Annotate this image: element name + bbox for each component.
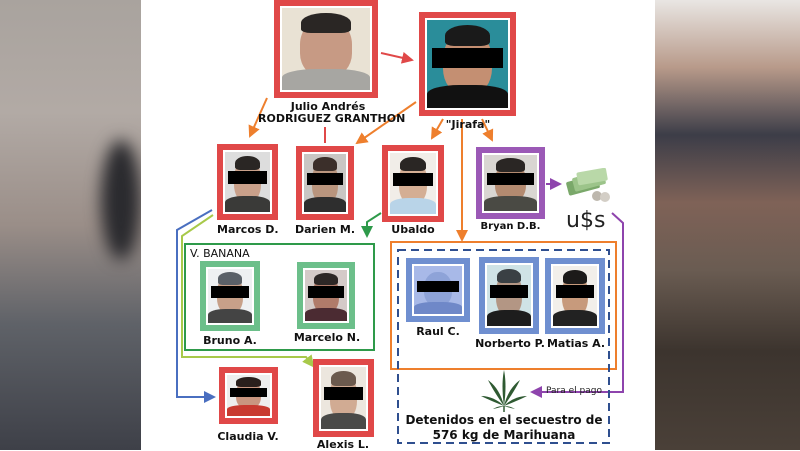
photo-darien <box>296 146 354 220</box>
label-marcos: Marcos D. <box>217 223 279 236</box>
label-julio-line1: Julio Andrés <box>290 100 366 113</box>
photo-matias <box>545 258 605 334</box>
banana-group-title: V. BANANA <box>190 247 250 260</box>
censor-bar <box>431 48 504 68</box>
photo-bryan <box>476 147 545 219</box>
photo-claudia <box>219 367 278 424</box>
money-stack-icon <box>563 167 613 204</box>
label-marcelo: Marcelo N. <box>293 331 361 344</box>
detained-caption-line1: Detenidos en el secuestro de <box>405 413 603 427</box>
blurred-background-right <box>655 0 800 450</box>
photo-bruno <box>200 261 260 331</box>
detained-caption-line2: 576 kg de Marihuana <box>432 428 576 442</box>
label-matias: Matias A. <box>546 337 606 350</box>
label-julio-line2: RODRIGUEZ GRANTHON <box>258 112 406 125</box>
label-darien: Darien M. <box>295 223 355 236</box>
photo-marcos <box>217 144 278 220</box>
currency-label: u$s <box>566 208 606 233</box>
photo-julio <box>274 0 378 98</box>
label-bryan: Bryan D.B. <box>480 221 541 232</box>
photo-alexis <box>313 359 374 437</box>
label-raul: Raul C. <box>416 325 460 338</box>
photo-ubaldo <box>382 145 444 222</box>
label-bruno: Bruno A. <box>203 334 257 347</box>
photo-jirafa <box>419 12 516 116</box>
label-ubaldo: Ubaldo <box>391 223 435 236</box>
payment-label: Para el pago <box>546 386 602 396</box>
label-alexis: Alexis L. <box>316 438 370 451</box>
label-claudia: Claudia V. <box>217 430 279 443</box>
label-julio: Julio Andrés RODRIGUEZ GRANTHON <box>258 100 406 125</box>
label-jirafa: "Jirafa" <box>445 118 491 131</box>
detained-caption: Detenidos en el secuestro de 576 kg de M… <box>400 413 608 443</box>
photo-norberto <box>479 257 539 334</box>
photo-marcelo <box>297 262 355 329</box>
cannabis-leaf-icon <box>480 368 528 412</box>
label-norberto: Norberto P. <box>475 337 545 350</box>
blurred-background-left <box>0 0 141 450</box>
photo-raul <box>406 258 470 322</box>
